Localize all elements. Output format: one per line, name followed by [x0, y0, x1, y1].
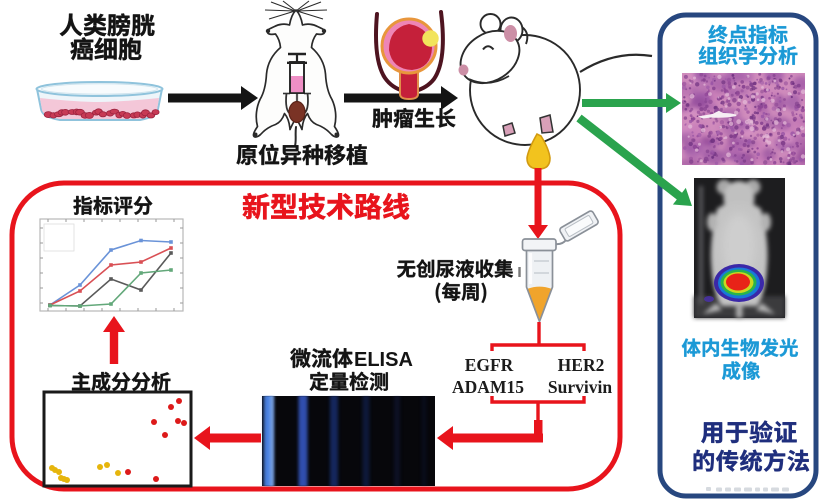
svg-text:HER2: HER2	[558, 355, 605, 375]
svg-text:ADAM15: ADAM15	[452, 377, 524, 397]
svg-text:ELISA: ELISA	[354, 349, 413, 371]
svg-text:EGFR: EGFR	[465, 355, 514, 375]
svg-text:Survivin: Survivin	[548, 377, 612, 397]
